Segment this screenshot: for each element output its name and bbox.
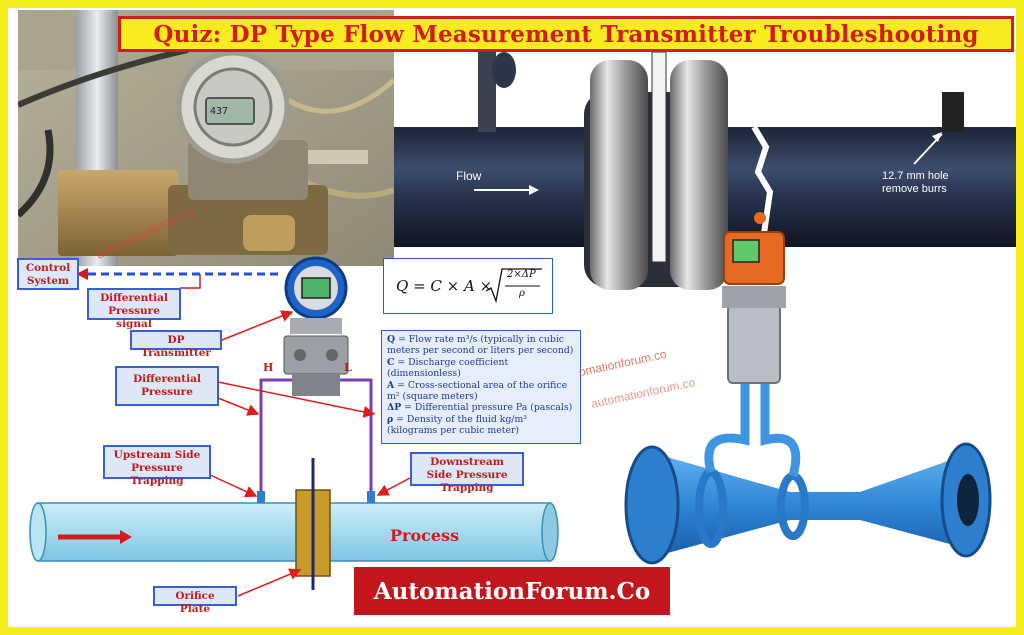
upstream-pointer xyxy=(207,473,258,498)
legend-text: = Differential pressure Pa (pascals) xyxy=(401,402,573,414)
formula-denominator: ρ xyxy=(519,288,525,299)
orifice-flange-art xyxy=(394,52,1016,290)
transmitter-display-readout: 437 xyxy=(210,106,229,117)
legend-text: = Flow rate m³/s (typically in cubic met… xyxy=(387,334,574,357)
formula-legend: Q = Flow rate m³/s (typically in cubic m… xyxy=(381,330,581,444)
legend-symbol: C xyxy=(387,356,395,368)
low-side-marker: L xyxy=(344,361,352,374)
label-control-system: Control System xyxy=(17,258,79,290)
sqrt-symbol-icon xyxy=(485,268,542,304)
label-differential-pressure: Differential Pressure xyxy=(115,366,219,406)
process-label: Process xyxy=(390,526,460,545)
legend-symbol: A xyxy=(387,379,395,391)
upstream-tap xyxy=(257,491,265,503)
legend-item-c: C = Discharge coefficient (dimensionless… xyxy=(387,357,575,380)
venturi-meter xyxy=(624,212,992,565)
differential-pressure-pointer-left xyxy=(217,397,260,416)
hole-note-line1: 12.7 mm hole xyxy=(882,170,949,182)
label-upstream-pressure-trapping: Upstream Side Pressure Trapping xyxy=(103,445,211,487)
label-orifice-plate: Orifice Plate xyxy=(153,586,237,615)
legend-item-rho: ρ = Density of the fluid kg/m³ (kilogram… xyxy=(387,414,575,437)
legend-symbol: ΔP xyxy=(387,402,402,414)
page-title: Quiz: DP Type Flow Measurement Transmitt… xyxy=(118,16,1014,52)
signal-arrow-head xyxy=(76,268,88,280)
legend-item-a: A = Cross-sectional area of the orifice … xyxy=(387,380,575,403)
label-downstream-pressure-trapping: Downstream Side Pressure Trapping xyxy=(410,452,524,494)
low-side-impulse-line xyxy=(336,378,373,491)
label-dp-transmitter: DP Transmitter xyxy=(130,330,222,359)
legend-item-q: Q = Flow rate m³/s (typically in cubic m… xyxy=(387,334,575,357)
flow-formula: Q = C × A × 2×ΔP ρ xyxy=(383,258,553,314)
legend-text: = Cross-sectional area of the orifice m²… xyxy=(387,379,568,403)
dp-signal-pointer xyxy=(180,274,201,289)
formula-numerator: 2×ΔP xyxy=(507,269,536,280)
legend-text: = Discharge coefficient (dimensionless) xyxy=(387,356,509,380)
hole-note-line2: remove burrs xyxy=(882,183,947,195)
high-side-marker: H xyxy=(263,361,274,374)
legend-symbol: ρ xyxy=(387,413,394,425)
downstream-tap xyxy=(367,491,375,503)
brand-banner: AutomationForum.Co xyxy=(354,567,670,615)
legend-item-dp: ΔP = Differential pressure Pa (pascals) xyxy=(387,402,575,413)
flow-label: Flow xyxy=(456,169,482,183)
formula-lhs: Q = C × A × xyxy=(396,277,493,295)
dp-transmitter-pointer xyxy=(221,310,294,341)
dp-transmitter-device xyxy=(283,256,349,396)
legend-symbol: Q xyxy=(387,334,396,345)
differential-pressure-pointer-right xyxy=(217,381,376,418)
flow-arrow-head xyxy=(120,530,132,544)
label-dp-signal: Differential Pressure signal xyxy=(87,288,181,330)
downstream-pointer xyxy=(376,477,411,496)
process-pipe xyxy=(29,502,559,562)
orifice-plate-pointer xyxy=(237,568,302,597)
legend-text: = Density of the fluid kg/m³ (kilograms … xyxy=(387,413,528,437)
high-side-impulse-line xyxy=(259,378,296,491)
